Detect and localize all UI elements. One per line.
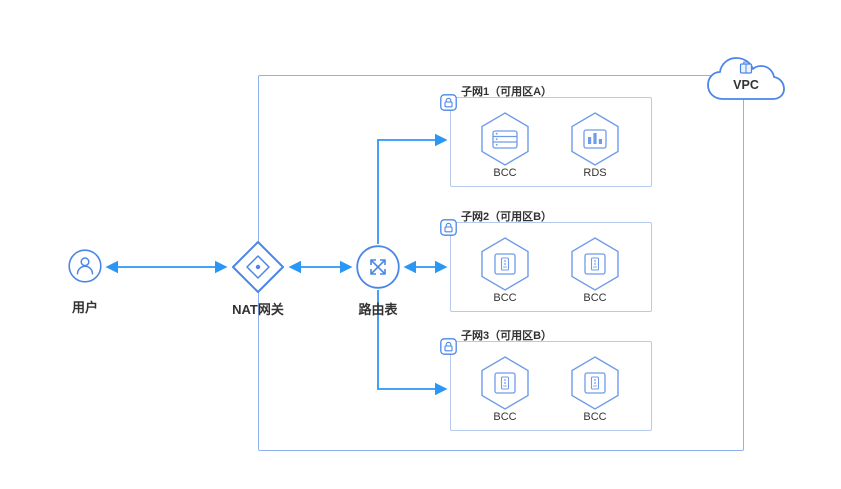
subnet-3-title: 子网3（可用区B） xyxy=(461,330,553,342)
instance-label: BCC xyxy=(493,167,517,179)
host-icon xyxy=(480,355,530,411)
host-icon xyxy=(570,355,620,411)
server-icon xyxy=(480,111,530,167)
user-label: 用户 xyxy=(71,300,99,315)
vpc-cloud-icon: VPC xyxy=(706,52,786,106)
database-chart-icon xyxy=(570,111,620,167)
instance-label: BCC xyxy=(493,411,517,423)
instance-label: BCC xyxy=(583,411,607,423)
route-table-label: 路由表 xyxy=(358,302,398,317)
instance-label: RDS xyxy=(583,167,607,179)
subnet-2-title: 子网2（可用区B） xyxy=(461,211,553,223)
instance-label: BCC xyxy=(583,292,607,304)
lock-icon xyxy=(440,94,457,111)
user-icon xyxy=(68,249,102,283)
nat-gateway-label: NAT网关 xyxy=(232,302,284,317)
instance-label: BCC xyxy=(493,292,517,304)
subnet-1-title: 子网1（可用区A） xyxy=(461,86,553,98)
nat-gateway-icon xyxy=(230,239,286,295)
host-icon xyxy=(570,236,620,292)
route-table-icon xyxy=(356,245,400,289)
host-icon xyxy=(480,236,530,292)
lock-icon xyxy=(440,219,457,236)
vpc-label: VPC xyxy=(733,78,759,92)
lock-icon xyxy=(440,338,457,355)
